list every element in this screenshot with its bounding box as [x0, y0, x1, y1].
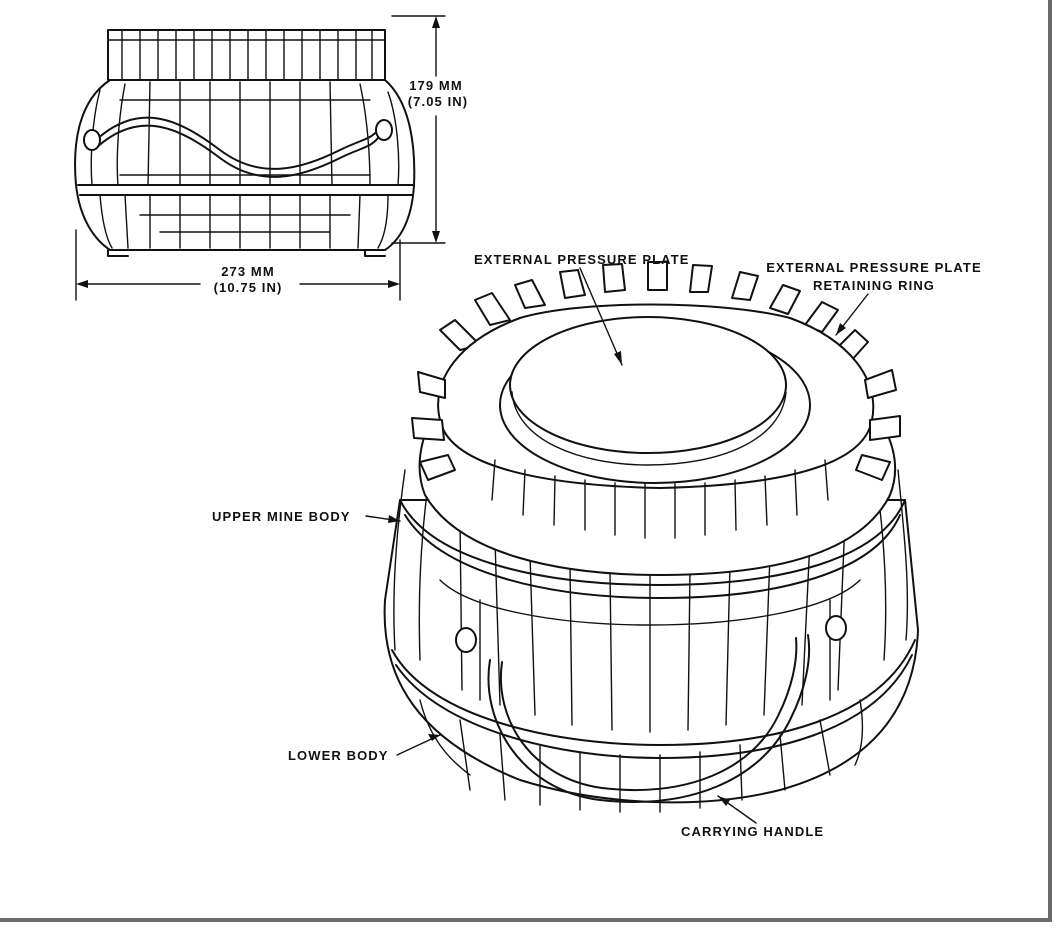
height-mm-label: 179 MM: [409, 78, 463, 93]
side-view-drawing: [74, 29, 416, 257]
lower-body-label: LOWER BODY: [288, 748, 389, 763]
isometric-view-drawing: [383, 261, 919, 813]
retaining-ring-label-line2: RETAINING RING: [812, 278, 936, 293]
carrying-handle-label: CARRYING HANDLE: [681, 824, 825, 839]
width-in-label: (10.75 IN): [213, 280, 283, 295]
dimension-lines: [75, 15, 446, 301]
height-in-label: (7.05 IN): [407, 94, 469, 109]
leader-lines: [365, 267, 869, 824]
upper-mine-body-label: UPPER MINE BODY: [212, 509, 351, 524]
retaining-ring-label-line1: EXTERNAL PRESSURE PLATE: [766, 260, 982, 275]
external-pressure-plate-label: EXTERNAL PRESSURE PLATE: [474, 252, 690, 267]
width-mm-label: 273 MM: [221, 264, 275, 279]
